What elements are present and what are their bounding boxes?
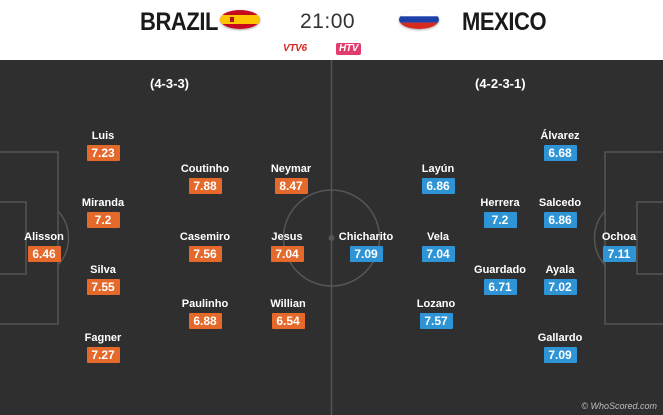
player-rating: 7.56 <box>188 246 222 262</box>
away-player[interactable]: Salcedo 6.86 <box>520 196 600 229</box>
pitch-markings <box>0 60 663 415</box>
player-rating: 7.09 <box>543 347 577 363</box>
player-rating: 7.55 <box>86 279 120 295</box>
whoscored-credit: © WhoScored.com <box>581 401 657 411</box>
player-name: Casemiro <box>179 231 231 243</box>
player-rating: 6.54 <box>271 313 305 329</box>
player-name: Miranda <box>81 197 125 209</box>
player-rating: 7.27 <box>86 347 120 363</box>
home-player[interactable]: Paulinho 6.88 <box>165 297 245 330</box>
player-name: Willian <box>270 298 306 310</box>
player-rating: 7.04 <box>270 246 304 262</box>
player-rating: 6.68 <box>543 145 577 161</box>
player-rating: 7.2 <box>483 212 517 228</box>
home-player[interactable]: Willian 6.54 <box>248 297 328 330</box>
player-rating: 7.23 <box>86 145 120 161</box>
player-rating: 7.09 <box>349 246 383 262</box>
player-rating: 7.2 <box>86 212 120 228</box>
player-name: Neymar <box>270 163 312 175</box>
home-player[interactable]: Neymar 8.47 <box>251 162 331 195</box>
player-rating: 6.46 <box>27 246 61 262</box>
russia-flag-icon <box>399 10 439 29</box>
away-player[interactable]: Lozano 7.57 <box>396 297 476 330</box>
away-player[interactable]: Herrera 7.2 <box>460 196 540 229</box>
player-rating: 7.11 <box>602 246 636 262</box>
player-name: Ayala <box>545 264 575 276</box>
away-team-name: MEXICO <box>462 8 547 36</box>
player-name: Herrera <box>480 197 520 209</box>
away-player[interactable]: Ochoa 7.11 <box>579 230 659 263</box>
player-name: Luis <box>91 130 115 142</box>
player-rating: 6.71 <box>483 279 517 295</box>
away-player[interactable]: Vela 7.04 <box>398 230 478 263</box>
player-rating: 7.02 <box>543 279 577 295</box>
player-name: Jesus <box>271 231 303 243</box>
player-name: Guardado <box>474 264 526 276</box>
player-name: Fagner <box>84 332 122 344</box>
away-player[interactable]: Chicharito 7.09 <box>326 230 406 263</box>
player-name: Ochoa <box>601 231 637 243</box>
away-player[interactable]: Álvarez 6.68 <box>520 129 600 162</box>
player-rating: 7.57 <box>419 313 453 329</box>
vtv6-logo: VTV6 <box>283 43 307 54</box>
home-player[interactable]: Alisson 6.46 <box>4 230 84 263</box>
player-rating: 6.86 <box>421 178 455 194</box>
player-name: Lozano <box>416 298 456 310</box>
player-rating: 7.88 <box>188 178 222 194</box>
home-player[interactable]: Silva 7.55 <box>63 263 143 296</box>
player-name: Chicharito <box>338 231 394 243</box>
away-player[interactable]: Layún 6.86 <box>398 162 478 195</box>
player-name: Alisson <box>24 231 64 243</box>
kickoff-time: 21:00 <box>300 10 356 33</box>
player-name: Paulinho <box>181 298 229 310</box>
player-name: Vela <box>426 231 450 243</box>
player-name: Álvarez <box>540 130 580 142</box>
player-rating: 6.88 <box>188 313 222 329</box>
player-name: Salcedo <box>538 197 582 209</box>
home-player[interactable]: Jesus 7.04 <box>247 230 327 263</box>
away-player[interactable]: Gallardo 7.09 <box>520 331 600 364</box>
home-player[interactable]: Casemiro 7.56 <box>165 230 245 263</box>
player-rating: 7.04 <box>421 246 455 262</box>
match-header: BRAZIL 21:00 MEXICO VTV6 HTV <box>0 0 663 60</box>
home-formation: (4-3-3) <box>150 76 190 91</box>
home-team-name: BRAZIL <box>140 8 219 36</box>
player-name: Coutinho <box>180 163 230 175</box>
player-name: Layún <box>421 163 455 175</box>
away-player[interactable]: Ayala 7.02 <box>520 263 600 296</box>
home-player[interactable]: Fagner 7.27 <box>63 331 143 364</box>
htv-logo: HTV <box>336 43 362 55</box>
player-name: Silva <box>90 264 116 276</box>
home-player[interactable]: Coutinho 7.88 <box>165 162 245 195</box>
player-name: Gallardo <box>537 332 583 344</box>
away-formation: (4-2-3-1) <box>475 76 526 91</box>
home-player[interactable]: Miranda 7.2 <box>63 196 143 229</box>
player-rating: 6.86 <box>543 212 577 228</box>
spain-flag-icon <box>220 10 260 29</box>
player-rating: 8.47 <box>274 178 308 194</box>
away-player[interactable]: Guardado 6.71 <box>460 263 540 296</box>
pitch: (4-3-3) (4-2-3-1) Alisson 6.46 Luis 7.23… <box>0 60 663 415</box>
home-player[interactable]: Luis 7.23 <box>63 129 143 162</box>
